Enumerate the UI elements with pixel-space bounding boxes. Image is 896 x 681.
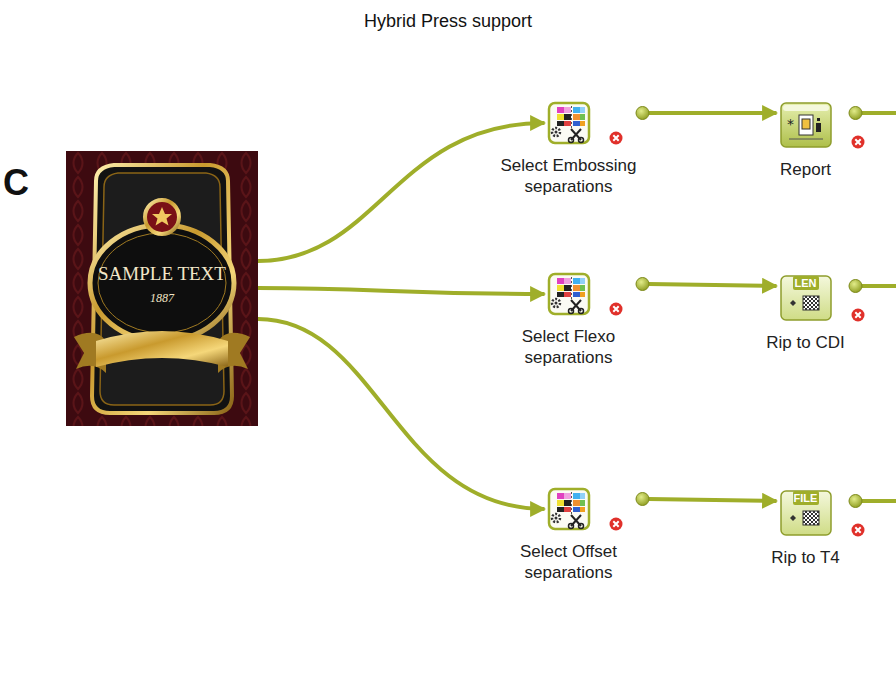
workflow-step: * Report: [719, 101, 892, 180]
flow-connector: [258, 123, 545, 261]
error-badge: [851, 308, 865, 322]
output-port: [849, 107, 862, 120]
step-icon: [547, 101, 591, 145]
outgoing-connector: [862, 111, 896, 115]
flow-connector: [258, 319, 545, 509]
output-port: [636, 278, 649, 291]
diagram-title: Hybrid Press support: [0, 11, 896, 32]
workflow-step: FILE Rip to T4: [719, 489, 892, 568]
step-icon: [547, 487, 591, 531]
flow-connector: [258, 288, 545, 294]
icon-tag: LEN: [779, 277, 833, 289]
cut-off-heading: C: [3, 162, 29, 204]
flow-connector: [649, 499, 777, 501]
output-port: [849, 495, 862, 508]
flow-connector: [649, 111, 777, 115]
svg-text:*: *: [787, 116, 794, 132]
outgoing-connector: [862, 499, 896, 503]
step-label: Report: [719, 159, 892, 180]
icon-tag: FILE: [779, 492, 833, 504]
flow-connector: [649, 284, 777, 286]
label-illustration: [66, 151, 258, 426]
workflow-step: Select Flexo separations: [482, 272, 655, 368]
label-year: 1887: [66, 291, 258, 305]
error-badge: [851, 135, 865, 149]
outgoing-connector: [862, 284, 896, 288]
step-icon: FILE: [779, 489, 833, 537]
error-badge: [851, 523, 865, 537]
workflow-step: LEN Rip to CDI: [719, 274, 892, 353]
output-port: [636, 107, 649, 120]
step-icon: LEN: [779, 274, 833, 322]
step-label: Select Embossing separations: [482, 155, 655, 197]
label-headline: SAMPLE TEXT: [66, 263, 258, 285]
output-port: [636, 493, 649, 506]
step-label: Select Offset separations: [482, 541, 655, 583]
step-label: Select Flexo separations: [482, 326, 655, 368]
error-badge: [609, 302, 623, 316]
step-label: Rip to CDI: [719, 332, 892, 353]
workflow-step: Select Embossing separations: [482, 101, 655, 197]
label-artwork: SAMPLE TEXT 1887: [66, 151, 258, 426]
step-label: Rip to T4: [719, 547, 892, 568]
step-icon: *: [779, 101, 833, 149]
error-badge: [609, 517, 623, 531]
output-port: [849, 280, 862, 293]
error-badge: [609, 131, 623, 145]
step-icon: [547, 272, 591, 316]
workflow-step: Select Offset separations: [482, 487, 655, 583]
